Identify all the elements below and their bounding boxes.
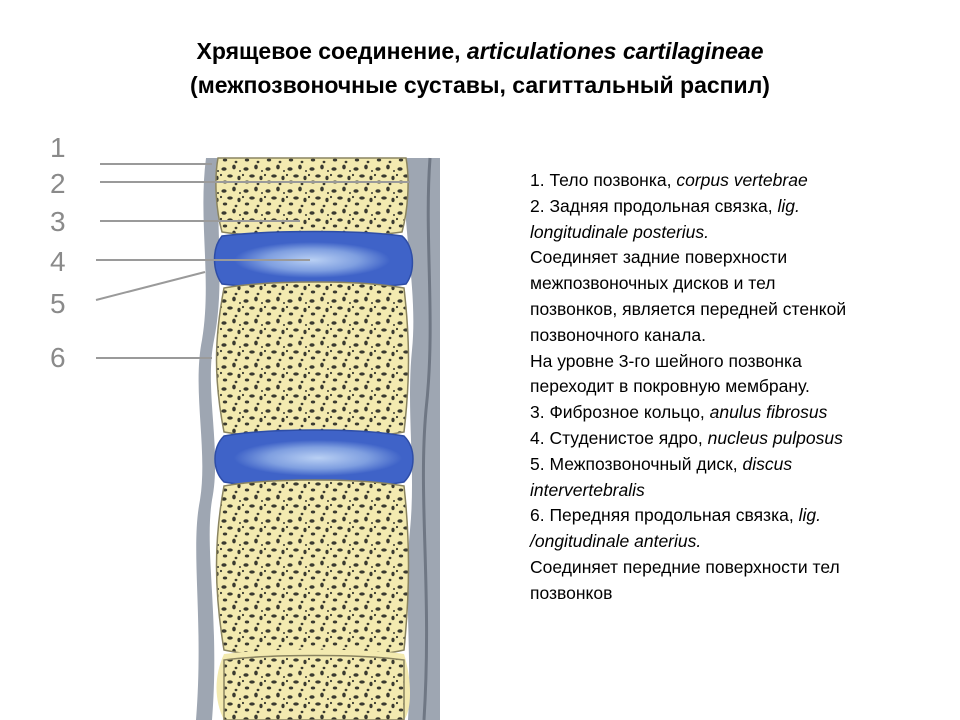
legend-line: межпозвоночных дисков и тел — [530, 271, 930, 297]
slide-title: Хрящевое соединение, articulationes cart… — [0, 34, 960, 102]
vertebra-body-4 — [223, 654, 405, 720]
legend-line: 6. Передняя продольная связка, lig. — [530, 503, 930, 529]
legend-line: Соединяет задние поверхности — [530, 245, 930, 271]
legend-text: позвонков — [530, 582, 613, 603]
label-5: 5 — [50, 288, 66, 319]
title-latin: articulationes cartilagineae — [466, 38, 764, 64]
legend-line: longitudinale posterius. — [530, 220, 930, 246]
legend-text: Соединяет передние поверхности тел — [530, 556, 840, 577]
legend-latin: corpus vertebrae — [676, 170, 808, 190]
legend-latin: nucleus pulposus — [707, 427, 843, 448]
title-plain: Хрящевое соединение, — [196, 38, 467, 64]
legend-latin: intervertebralis — [530, 479, 645, 500]
legend-text: Соединяет задние поверхности — [530, 247, 788, 268]
disc-2-nucleus — [234, 440, 402, 476]
anterior-ligament — [196, 158, 220, 720]
posterior-ligament — [403, 158, 440, 720]
legend-text: 1. Тело позвонка, — [530, 170, 677, 190]
vertebra-body-2 — [215, 281, 410, 439]
legend-text: 3. Фиброзное кольцо, — [530, 402, 710, 423]
spine-illustration — [95, 157, 440, 720]
legend-line: позвоночного канала. — [530, 323, 930, 349]
legend-latin: anulus fibrosus — [709, 402, 828, 423]
legend-line: Соединяет передние поверхности тел — [530, 555, 930, 581]
legend-line: 4. Студенистое ядро, nucleus pulposus — [530, 426, 930, 452]
legend-text: 6. Передняя продольная связка, — [530, 505, 799, 526]
legend-line: 1. Тело позвонка, corpus vertebrae — [530, 168, 930, 194]
label-2: 2 — [50, 168, 66, 199]
legend-line: позвонков, является передней стенкой — [530, 297, 930, 323]
legend-text: 5. Межпозвоночный диск, — [530, 453, 743, 474]
legend-latin: discus — [742, 453, 793, 474]
legend-line: На уровне 3-го шейного позвонка — [530, 349, 930, 375]
disc-1-nucleus — [234, 242, 390, 278]
legend-line: позвонков — [530, 581, 930, 607]
legend-line: 5. Межпозвоночный диск, discus — [530, 452, 930, 478]
legend-line: 3. Фиброзное кольцо, anulus fibrosus — [530, 400, 930, 426]
title-line-2: (межпозвоночные суставы, сагиттальный ра… — [190, 72, 770, 98]
label-1: 1 — [50, 132, 66, 163]
label-4: 4 — [50, 246, 66, 277]
legend-line: 2. Задняя продольная связка, lig. — [530, 194, 930, 220]
legend-text: межпозвоночных дисков и тел — [530, 273, 776, 294]
legend-latin: lig. — [777, 195, 800, 216]
spine-sagittal-section-figure: 1 2 3 4 5 6 — [0, 120, 470, 720]
legend-line: /ongitudinale anterius. — [530, 529, 930, 555]
legend-line: переходит в покровную мембрану. — [530, 374, 930, 400]
vertebra-body-3 — [215, 479, 410, 659]
legend-text: 2. Задняя продольная связка, — [530, 195, 778, 216]
legend-text: переходит в покровную мембрану. — [530, 376, 810, 397]
legend-text: позвоночного канала. — [530, 324, 706, 345]
legend-latin: /ongitudinale anterius. — [530, 531, 702, 552]
spinal-canal-edge — [421, 157, 432, 720]
leader-line-5 — [95, 271, 206, 301]
legend-text: 4. Студенистое ядро, — [530, 427, 708, 448]
title-line-1: Хрящевое соединение, articulationes cart… — [0, 34, 960, 68]
legend-text: позвонков, является передней стенкой — [530, 298, 847, 319]
legend-text: На уровне 3-го шейного позвонка — [530, 350, 802, 371]
label-3: 3 — [50, 206, 66, 237]
legend: 1. Тело позвонка, corpus vertebrae 2. За… — [530, 168, 930, 607]
leader-lines — [95, 163, 410, 359]
vertebra-body-1 — [215, 157, 409, 238]
legend-latin: lig. — [798, 505, 821, 526]
legend-latin: longitudinale posterius. — [530, 221, 710, 242]
label-6: 6 — [50, 342, 66, 373]
legend-line: intervertebralis — [530, 478, 930, 504]
